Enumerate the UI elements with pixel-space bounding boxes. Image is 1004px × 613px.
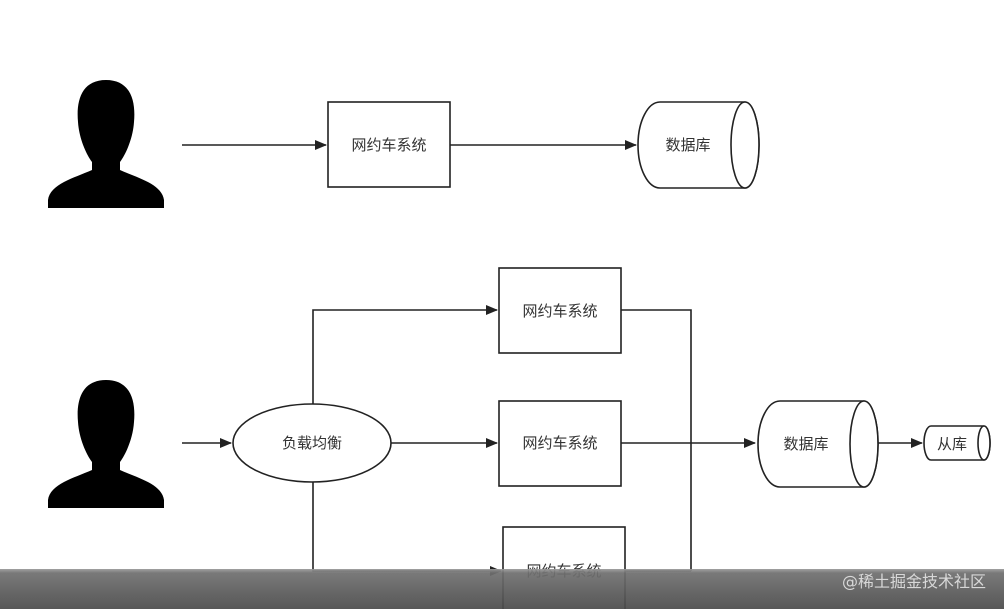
- replica-db-cylinder[interactable]: 从库: [923, 425, 991, 461]
- arrow-lb-to-system-1: [312, 305, 498, 404]
- system-label-top: 网约车系统: [351, 136, 426, 154]
- system-box-top[interactable]: 网约车系统: [327, 101, 451, 188]
- video-control-bar: [0, 569, 1004, 609]
- arrow-lb-to-system-3: [312, 482, 502, 576]
- system-box-1[interactable]: 网约车系统: [498, 267, 622, 354]
- replica-label: 从库: [937, 435, 967, 453]
- system-label-1: 网约车系统: [522, 302, 597, 320]
- db-label-top: 数据库: [665, 136, 710, 154]
- system-label-2: 网约车系统: [522, 434, 597, 452]
- database-cylinder-top[interactable]: 数据库: [637, 101, 760, 189]
- database-cylinder-bottom[interactable]: 数据库: [757, 400, 879, 488]
- lb-label: 负载均衡: [282, 434, 342, 452]
- connector-system-1: [621, 309, 692, 571]
- watermark: @稀土掘金技术社区: [841, 572, 986, 591]
- user-icon-bottom: [48, 380, 164, 508]
- user-icon-top: [48, 80, 164, 208]
- load-balancer-ellipse[interactable]: 负载均衡: [232, 403, 392, 483]
- system-box-2[interactable]: 网约车系统: [498, 400, 622, 487]
- db-label-bottom: 数据库: [783, 435, 828, 453]
